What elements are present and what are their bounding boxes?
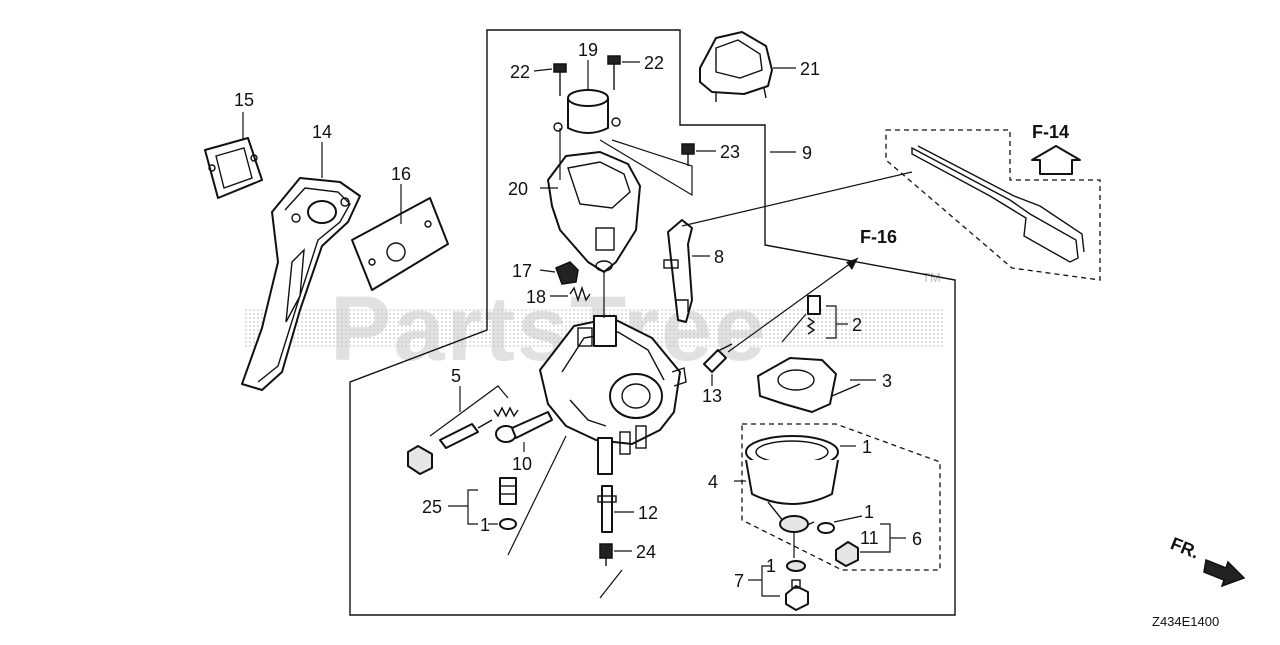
front-indicator-label: FR. [1168,533,1202,562]
part-25-jet [499,477,517,505]
callout-15: 15 [234,90,254,110]
carburetor-body [539,315,687,475]
part-10-bolt [495,411,553,443]
callout-13: 13 [702,386,722,406]
diagram-code: Z434E1400 [1152,614,1219,629]
leader-7-bracket [761,565,780,597]
callout-1-bottom: 1 [766,556,776,576]
leader-24-to-bowl [599,569,623,599]
part-17-clip [555,261,579,285]
ref-f14: F-14 [1032,122,1069,142]
callout-24: 24 [636,542,656,562]
callout-1-left: 1 [480,515,490,535]
part-15-gasket [204,137,263,199]
part-22-screw-left [553,63,567,132]
leader-2-bracket [826,305,837,339]
callout-11: 11 [860,528,879,548]
part-7-bolt [785,579,809,611]
callout-1-upper: 1 [862,437,872,457]
callout-16: 16 [391,164,411,184]
callout-12: 12 [638,503,658,523]
callout-3: 3 [882,371,892,391]
part-19-cap [567,89,609,134]
callout-5: 5 [451,366,461,386]
leader-25-bracket [467,489,478,525]
part-2-float-valve [806,295,821,335]
leader-8-link [681,171,913,227]
part-1-washer-bowl [817,522,835,534]
part-4-float-bowl [745,435,839,533]
part-5-pilot-screw [407,406,519,475]
front-direction-arrow-icon [1203,558,1246,588]
callout-21: 21 [800,59,820,79]
part-13-bolt [703,343,733,373]
f16-arrowhead-icon [846,258,858,270]
part-1-washer-left [499,518,517,530]
callout-2: 2 [852,315,862,335]
part-1-washer-bottom [786,560,806,572]
part-12-nozzle [597,485,617,533]
leader-22-left [533,68,553,72]
callout-1-bowl: 1 [864,502,874,522]
part-3-float [757,357,861,413]
leader-5-bracket [429,385,509,437]
callout-6: 6 [912,529,922,549]
part-11-drain-screw [835,541,859,567]
part-22-screw-right [607,55,621,127]
leader-17 [539,269,556,273]
callout-14: 14 [312,122,332,142]
part-20-choke-body [547,151,641,273]
callout-7: 7 [734,571,744,591]
arrow-up-icon [1031,145,1081,175]
assembly-outline [349,29,956,616]
callout-22-right: 22 [644,53,664,73]
callout-19: 19 [578,40,598,60]
leader-20-bracket [599,139,693,197]
part-24-jet [599,543,613,566]
callout-9: 9 [802,143,812,163]
callout-4: 4 [708,472,718,492]
leader-10-to-body [507,435,567,556]
part-23-screw [681,143,695,166]
part-14-insulator [241,177,361,391]
callout-8: 8 [714,247,724,267]
callout-18: 18 [526,287,546,307]
part-18-spring [569,285,591,303]
f14-reference [885,129,1101,281]
callout-20: 20 [508,179,528,199]
watermark-trademark: TM [922,270,941,285]
leader-2-to-body [781,313,807,343]
f16-arrow-shaft [727,257,859,353]
part-8-choke-lever [663,219,693,323]
callout-17: 17 [512,261,532,281]
callout-22-left: 22 [510,62,530,82]
leader-1-bowl [833,515,863,523]
ref-f16: F-16 [860,227,897,247]
part-21-cover [699,31,773,102]
callout-23: 23 [720,142,740,162]
part-16-gasket [351,197,449,291]
callout-10: 10 [512,454,532,474]
float-bowl-group-outline [741,423,941,571]
callout-25: 25 [422,497,442,517]
